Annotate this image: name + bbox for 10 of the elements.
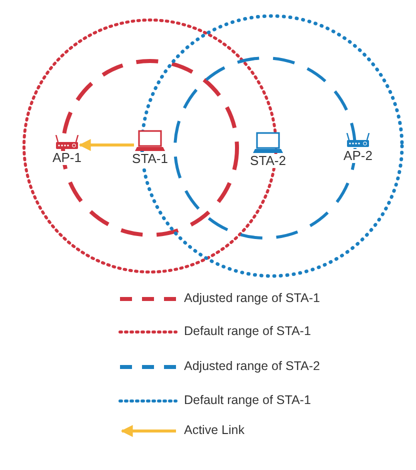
arrow [78,139,134,151]
legend-label: Adjusted range of STA-2 [184,359,320,373]
device-label: AP-2 [342,149,374,163]
legend-label: Adjusted range of STA-1 [184,291,320,305]
device-label: STA-2 [249,154,287,168]
device-label: AP-1 [52,151,82,165]
legend-label: Default range of STA-1 [184,324,311,338]
legend-label: Default range of STA-1 [184,393,311,407]
device-label: STA-1 [131,152,169,166]
legend-label: Active Link [184,423,244,437]
